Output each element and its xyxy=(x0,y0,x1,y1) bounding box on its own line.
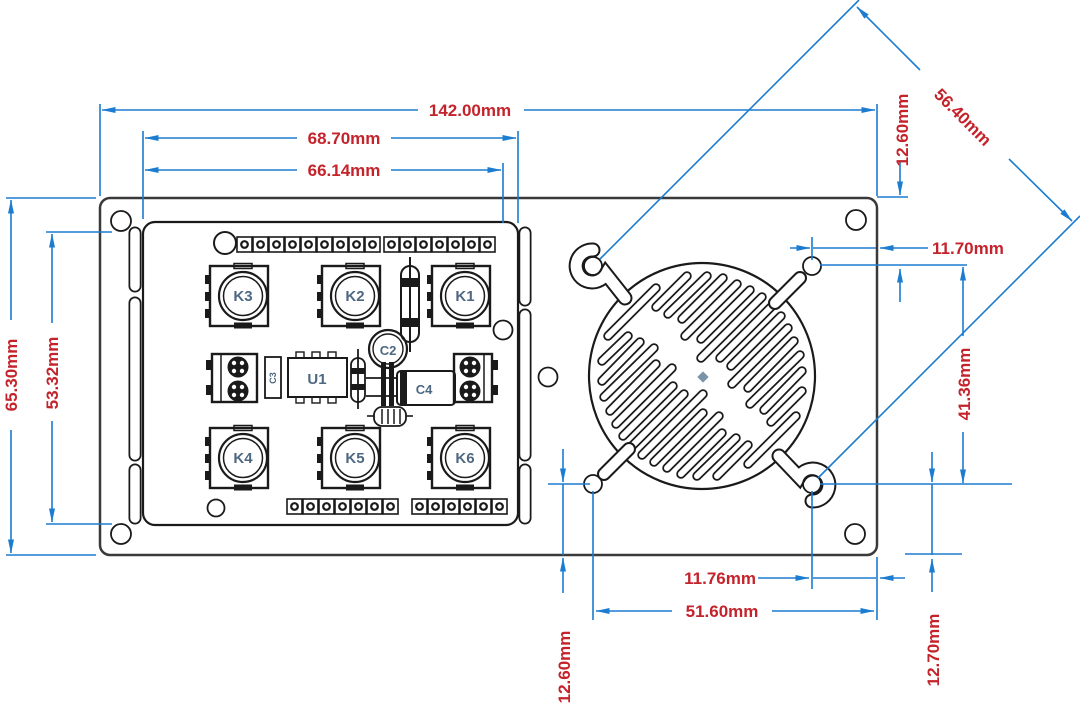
dim-grille-hole-vertical-span: 41.36mm xyxy=(955,348,974,421)
dim-grille-hole-bottom-right-inset: 11.76mm xyxy=(684,569,756,588)
speaker-grille-module xyxy=(568,242,837,509)
cap-label-c2: C2 xyxy=(380,343,397,358)
grille-slots-inner xyxy=(599,273,805,479)
resistor-vertical-middle xyxy=(350,349,366,409)
dim-grille-hole-diagonal: 56.40mm xyxy=(930,85,995,150)
relay-label-k2: K2 xyxy=(345,288,364,305)
dim-header-span-outer: 68.70mm xyxy=(308,129,381,148)
corner-hole-bottom-right xyxy=(844,523,866,545)
relay-label-k1: K1 xyxy=(455,288,474,305)
dim-grille-hole-right-inset: 11.70mm xyxy=(932,239,1004,258)
module-hole-top-left xyxy=(213,231,237,255)
relay-label-k6: K6 xyxy=(455,450,474,467)
corner-hole-top-right xyxy=(845,209,867,231)
relay-label-k5: K5 xyxy=(345,450,364,467)
grille-hole-top-left xyxy=(583,256,603,276)
ic-u1 xyxy=(287,351,348,404)
grille-hook-cutouts-inner xyxy=(570,244,835,507)
dim-total-height: 65.30mm xyxy=(2,339,21,412)
crystal-component xyxy=(367,406,413,427)
grille-circle xyxy=(587,261,817,491)
board-outline-group xyxy=(98,196,879,557)
board-outline xyxy=(98,196,879,557)
dim-header-span-inner: 66.14mm xyxy=(308,161,381,180)
dim-board-bottom-right-inset: 12.70mm xyxy=(924,614,943,687)
dim-grille-hole-bottom-inset: 12.60mm xyxy=(555,631,574,704)
cap-label-c4: C4 xyxy=(416,382,433,397)
dim-module-height: 53.32mm xyxy=(43,337,62,410)
dim-grille-hole-bottom-span: 51.60mm xyxy=(686,602,759,621)
extension-lines xyxy=(6,0,1080,620)
pin-header-bottom xyxy=(285,497,509,516)
cap-label-c3: C3 xyxy=(268,372,278,384)
cap-c4 xyxy=(366,370,456,406)
relay-label-k4: K4 xyxy=(233,450,253,467)
module-hole-right xyxy=(492,319,514,341)
terminal-block-left xyxy=(206,352,259,404)
ic-label-u1: U1 xyxy=(307,371,326,388)
grille-stub-channels-inner xyxy=(599,273,805,479)
module-hole-bottom-left xyxy=(206,498,226,518)
cap-c2 xyxy=(367,328,409,406)
frame-hole-center xyxy=(537,366,559,388)
dimension-arrows xyxy=(7,6,1073,614)
relay-module: K3 K2 K1 K4 K5 K6 C3 xyxy=(128,220,532,527)
resistor-vertical-top xyxy=(400,257,420,352)
routing-slots-inner xyxy=(130,228,530,523)
pin-header-top xyxy=(235,235,497,254)
cap-c3-body xyxy=(264,356,282,399)
relay-label-k3: K3 xyxy=(233,288,252,305)
dim-total-width: 142.00mm xyxy=(429,101,511,120)
corner-hole-bottom-left xyxy=(110,523,132,545)
grille-center-marker xyxy=(697,371,709,383)
corner-hole-top-left xyxy=(110,210,132,232)
dim-top-right-inset: 12.60mm xyxy=(893,94,912,167)
module-outline xyxy=(141,220,520,527)
terminal-block-right xyxy=(452,352,498,404)
